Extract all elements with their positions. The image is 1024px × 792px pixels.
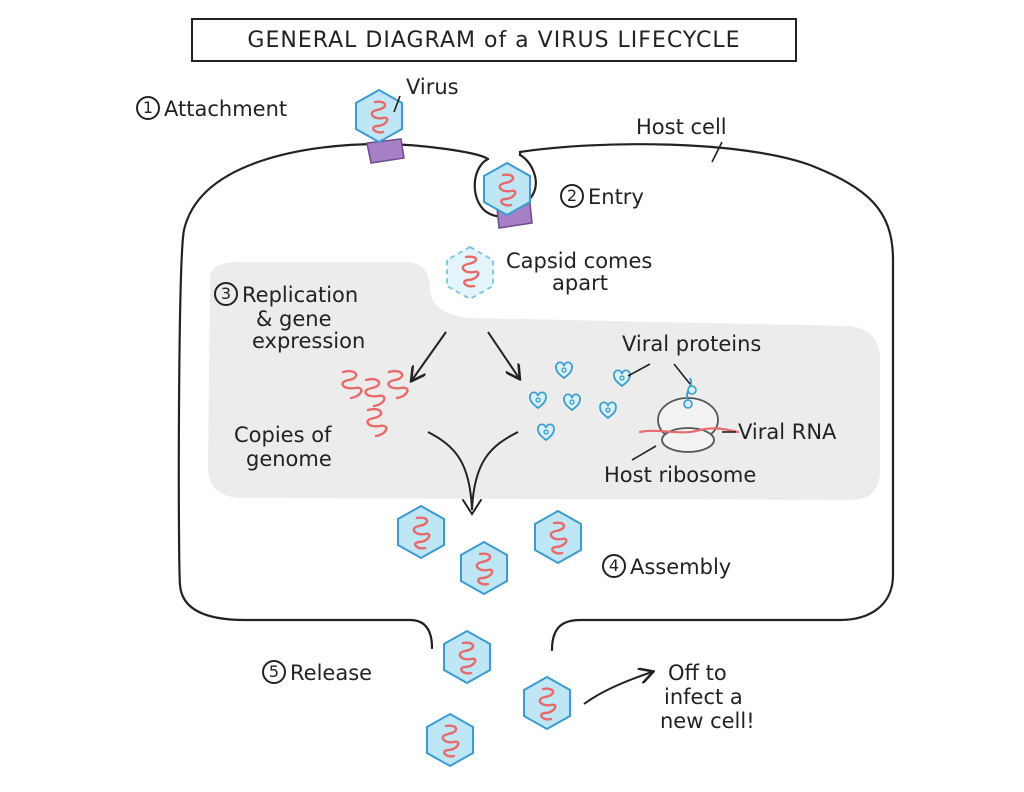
- step-number: 3: [214, 282, 238, 306]
- virus-particle-icon: [459, 540, 509, 596]
- label-copies-line2: genome: [246, 447, 332, 471]
- leader-host-ribosome: [631, 445, 657, 461]
- step-number: 1: [136, 96, 160, 120]
- step-label: Assembly: [630, 555, 732, 579]
- virus-particle-icon: [354, 88, 404, 144]
- label-off-to-line3: new cell!: [660, 709, 755, 733]
- merge-arrow: [427, 431, 519, 511]
- label-capsid-line1: Capsid comes: [506, 249, 653, 273]
- label-viral-proteins: Viral proteins: [622, 332, 762, 356]
- step-label: Release: [290, 661, 373, 685]
- step-label: Replication: [242, 283, 359, 307]
- virus-particle-icon: [396, 504, 446, 560]
- step-replication-line3: expression: [252, 329, 366, 353]
- virus-particle-icon: [425, 712, 475, 768]
- label-copies-line1: Copies of: [234, 423, 332, 447]
- label-off-to-line1: Off to: [668, 661, 727, 685]
- label-viral-rna: Viral RNA: [738, 420, 837, 444]
- arrow-to-genome-copies: [412, 331, 447, 380]
- label-off-to-line2: infect a: [664, 685, 743, 709]
- leader-virus: [393, 95, 401, 113]
- ribosome-icon: [638, 377, 740, 453]
- step-number: 5: [262, 660, 286, 684]
- receptor-icon: [366, 138, 405, 164]
- viral-rna-strand: [638, 427, 740, 434]
- leader-viral-proteins-2: [673, 363, 691, 385]
- diagram-title-box: GENERAL DIAGRAM of a VIRUS LIFECYCLE: [191, 18, 797, 62]
- step-number: 4: [602, 554, 626, 578]
- arrow-off-to-infect: [583, 672, 652, 705]
- arrow-to-viral-proteins: [487, 331, 519, 378]
- leader-host-cell: [711, 141, 723, 163]
- diagram-title: GENERAL DIAGRAM of a VIRUS LIFECYCLE: [247, 27, 741, 53]
- label-capsid-line2: apart: [552, 271, 608, 295]
- label-host-ribosome: Host ribosome: [604, 463, 757, 487]
- virus-particle-icon: [522, 675, 572, 731]
- label-host-cell: Host cell: [636, 115, 727, 139]
- label-virus: Virus: [406, 75, 459, 99]
- released-genome-icon: [461, 255, 480, 288]
- leader-viral-proteins-1: [627, 363, 651, 377]
- step-replication-line2: & gene: [256, 307, 332, 331]
- virus-particle-icon: [442, 629, 492, 685]
- virus-particle-icon: [533, 509, 583, 565]
- step-label: Attachment: [164, 97, 288, 121]
- step-label: Entry: [588, 185, 644, 209]
- step-number: 2: [560, 184, 584, 208]
